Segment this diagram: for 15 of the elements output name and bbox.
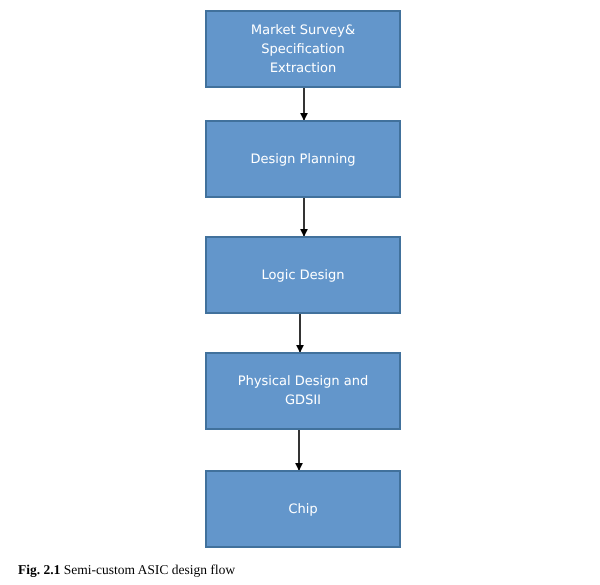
- box-label: Chip: [287, 500, 319, 518]
- arrow: [300, 198, 308, 237]
- arrow: [296, 314, 304, 353]
- process-box: [205, 352, 401, 430]
- box-label: Design Planning: [249, 150, 356, 168]
- process-box: [205, 470, 401, 548]
- box-label: Physical Design and GDSII: [236, 373, 370, 410]
- box-label: Logic Design: [260, 266, 346, 284]
- arrow: [295, 430, 303, 471]
- figure-caption: Fig. 2.1 Semi-custom ASIC design flow: [18, 562, 236, 578]
- process-box: [205, 120, 401, 198]
- box-label: Market Survey& Specification Extraction: [250, 22, 356, 78]
- arrow: [300, 88, 308, 121]
- process-box: [205, 10, 401, 88]
- process-box: [205, 236, 401, 314]
